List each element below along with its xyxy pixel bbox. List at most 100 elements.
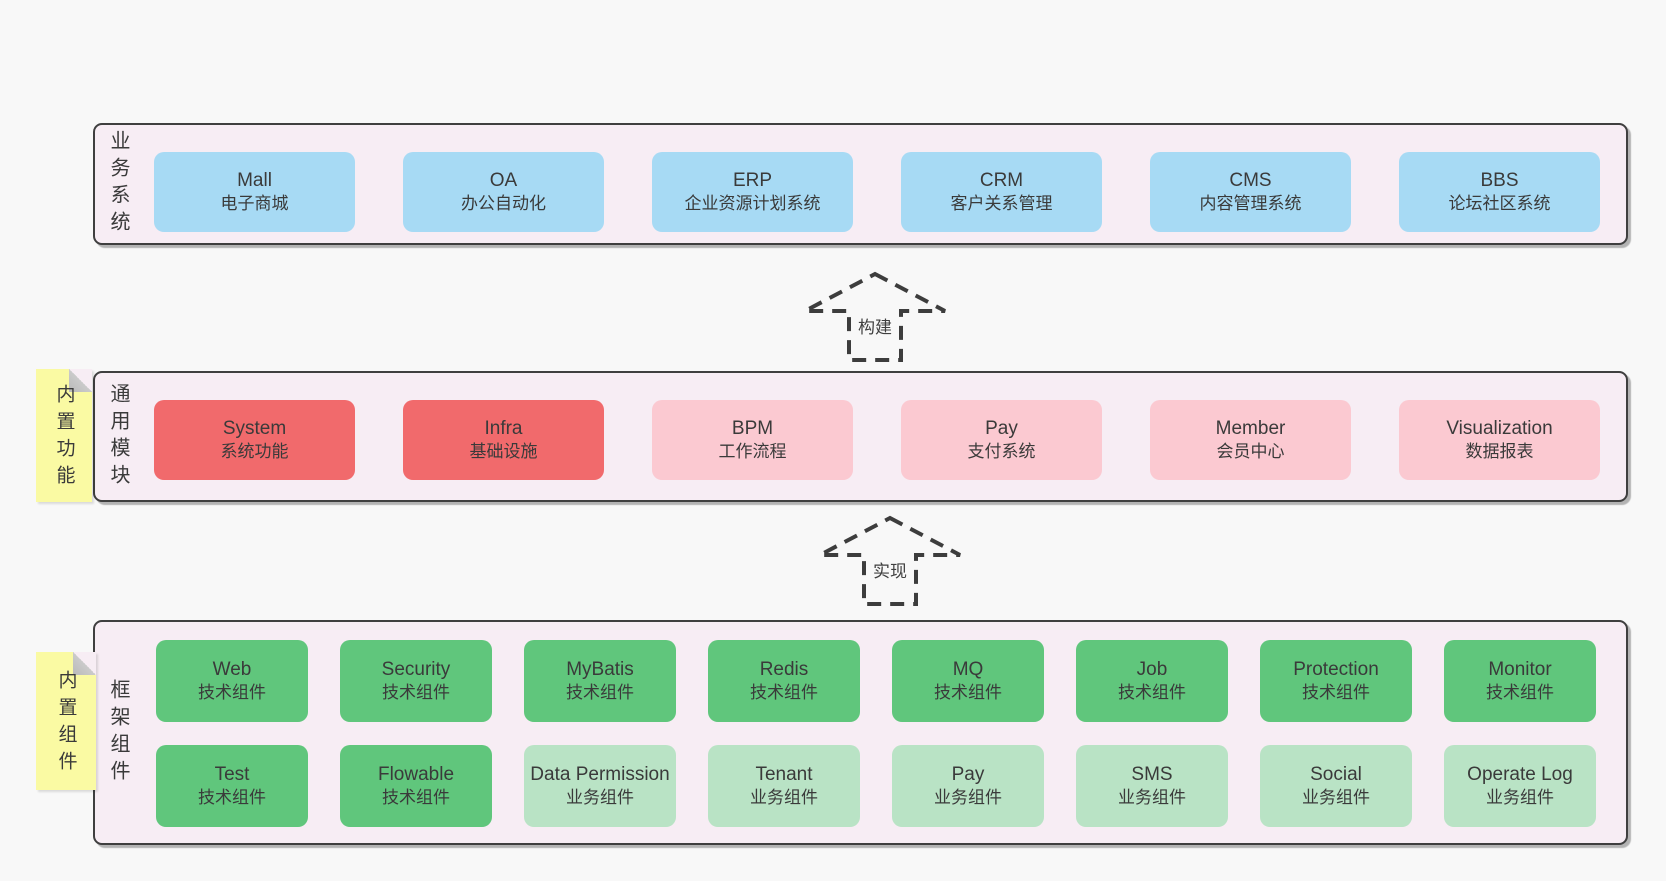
box-title: Operate Log [1467, 763, 1573, 785]
build-arrow-label: 构建 [853, 311, 897, 340]
business-systems-label: 业务系统 [107, 130, 129, 238]
box-title: Tenant [755, 763, 813, 785]
box-title: ERP [732, 169, 773, 191]
box-subtitle: 技术组件 [1486, 683, 1554, 703]
box-member: Member 会员中心 [1150, 400, 1351, 480]
box-subtitle: 技术组件 [1118, 683, 1186, 703]
box-bbs: BBS 论坛社区系统 [1399, 152, 1600, 232]
box-protection: Protection 技术组件 [1260, 640, 1412, 722]
box-subtitle: 支付系统 [967, 442, 1036, 462]
box-title: CRM [979, 169, 1024, 191]
box-subtitle: 技术组件 [566, 683, 634, 703]
box-title: Visualization [1446, 417, 1553, 439]
box-erp: ERP 企业资源计划系统 [652, 152, 853, 232]
up-block-arrow-icon [819, 515, 961, 606]
up-block-arrow-icon [804, 271, 946, 362]
box-mq: MQ 技术组件 [892, 640, 1044, 722]
box-pay: Pay 支付系统 [901, 400, 1102, 480]
box-title: BPM [731, 417, 774, 439]
box-title: CMS [1229, 169, 1272, 191]
box-subtitle: 技术组件 [934, 683, 1002, 703]
box-bpm: BPM 工作流程 [652, 400, 853, 480]
box-title: Security [381, 658, 451, 680]
box-subtitle: 系统功能 [220, 442, 289, 462]
box-title: Protection [1293, 658, 1379, 680]
box-subtitle: 技术组件 [198, 788, 266, 808]
box-operate-log: Operate Log 业务组件 [1444, 745, 1596, 827]
box-system: System 系统功能 [154, 400, 355, 480]
box-title: Data Permission [530, 763, 670, 785]
box-title: MQ [952, 658, 984, 680]
box-redis: Redis 技术组件 [708, 640, 860, 722]
box-subtitle: 技术组件 [198, 683, 266, 703]
box-crm: CRM 客户关系管理 [901, 152, 1102, 232]
box-social: Social 业务组件 [1260, 745, 1412, 827]
box-subtitle: 会员中心 [1216, 442, 1285, 462]
box-subtitle: 技术组件 [1302, 683, 1370, 703]
box-visualization: Visualization 数据报表 [1399, 400, 1600, 480]
box-title: Member [1215, 417, 1286, 439]
box-title: Job [1136, 658, 1168, 680]
box-subtitle: 客户关系管理 [950, 194, 1053, 214]
box-subtitle: 论坛社区系统 [1448, 194, 1551, 214]
box-subtitle: 数据报表 [1465, 442, 1534, 462]
box-subtitle: 办公自动化 [461, 194, 546, 214]
common-modules-layer: 通用模块 System 系统功能 Infra 基础设施 BPM 工作流程 Pay 支付系统 Me… [93, 371, 1628, 502]
box-subtitle: 业务组件 [1486, 788, 1554, 808]
box-title: MyBatis [566, 658, 634, 680]
box-mall: Mall 电子商城 [154, 152, 355, 232]
box-subtitle: 技术组件 [382, 788, 450, 808]
common-modules-label: 通用模块 [107, 382, 129, 491]
box-subtitle: 业务组件 [934, 788, 1002, 808]
sticky-note-text: 内置组件 [55, 669, 77, 778]
box-security: Security 技术组件 [340, 640, 492, 722]
business-systems-layer: 业务系统 Mall 电子商城 OA 办公自动化 ERP 企业资源计划系统 CRM 客户关系管理… [93, 123, 1628, 245]
business-systems-row: Mall 电子商城 OA 办公自动化 ERP 企业资源计划系统 CRM 客户关系管理 CMS 内容… [154, 152, 1600, 232]
build-arrow: 构建 [800, 271, 950, 363]
sticky-note-built-in-features: 内置功能 [36, 369, 92, 502]
implement-arrow: 实现 [815, 515, 965, 607]
box-infra: Infra 基础设施 [403, 400, 604, 480]
box-job: Job 技术组件 [1076, 640, 1228, 722]
box-title: Flowable [377, 763, 455, 785]
box-subtitle: 工作流程 [718, 442, 787, 462]
box-subtitle: 电子商城 [220, 194, 289, 214]
sticky-note-text: 内置功能 [53, 384, 75, 493]
box-subtitle: 技术组件 [382, 683, 450, 703]
box-title: SMS [1131, 763, 1173, 785]
box-data-permission: Data Permission 业务组件 [524, 745, 676, 827]
box-title: Social [1310, 763, 1362, 785]
box-subtitle: 基础设施 [469, 442, 538, 462]
box-title: Infra [484, 417, 523, 439]
box-flowable: Flowable 技术组件 [340, 745, 492, 827]
box-monitor: Monitor 技术组件 [1444, 640, 1596, 722]
box-title: Pay [951, 763, 985, 785]
box-oa: OA 办公自动化 [403, 152, 604, 232]
folded-corner-icon [73, 652, 96, 675]
box-subtitle: 技术组件 [750, 683, 818, 703]
box-mybatis: MyBatis 技术组件 [524, 640, 676, 722]
box-title: System [222, 417, 287, 439]
box-title: Monitor [1488, 658, 1552, 680]
box-subtitle: 业务组件 [566, 788, 634, 808]
box-subtitle: 内容管理系统 [1199, 194, 1302, 214]
box-title: Mall [237, 169, 272, 191]
box-title: Redis [759, 658, 809, 680]
framework-components-label: 框架组件 [107, 678, 129, 787]
box-cms: CMS 内容管理系统 [1150, 152, 1351, 232]
box-title: Pay [985, 417, 1018, 439]
box-subtitle: 企业资源计划系统 [684, 194, 821, 214]
implement-arrow-label: 实现 [868, 555, 912, 584]
box-title: BBS [1480, 169, 1519, 191]
box-subtitle: 业务组件 [1118, 788, 1186, 808]
sticky-note-built-in-components: 内置组件 [36, 652, 96, 790]
box-subtitle: 业务组件 [1302, 788, 1370, 808]
box-title: OA [489, 169, 518, 191]
